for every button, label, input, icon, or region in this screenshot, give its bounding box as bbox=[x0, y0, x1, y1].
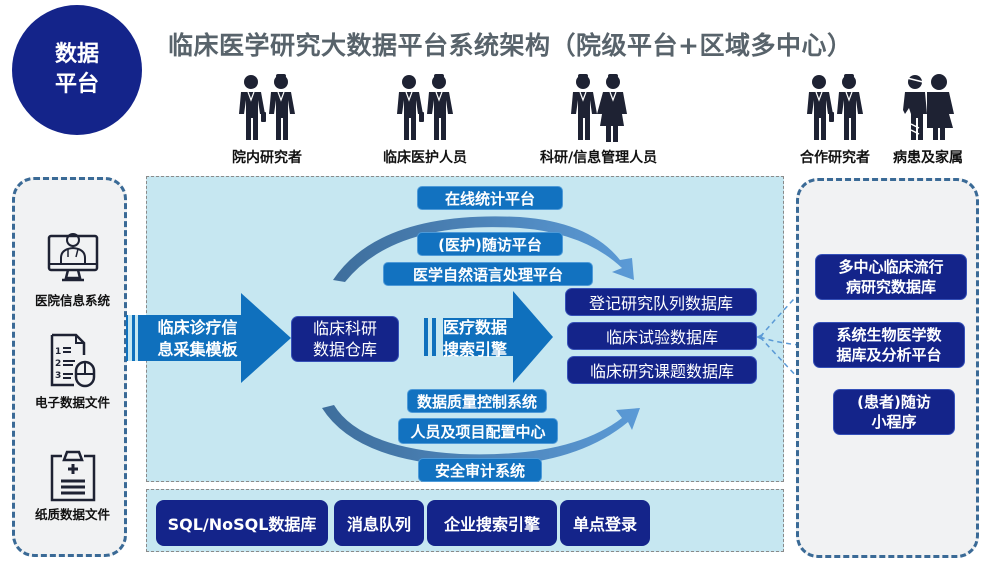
message-queue[interactable]: 消息队列 bbox=[334, 500, 424, 546]
source-his: 医院信息系统 bbox=[15, 230, 130, 309]
source-label: 医院信息系统 bbox=[34, 293, 110, 308]
data-quality-system[interactable]: 数据质量控制系统 bbox=[407, 389, 547, 413]
search-line-2: 搜索引擎 bbox=[442, 340, 507, 359]
role-clinical-staff: 临床医护人员 bbox=[383, 74, 467, 167]
registry-cohort-database[interactable]: 登记研究队列数据库 bbox=[565, 288, 757, 316]
badge-line-2: 平台 bbox=[54, 72, 99, 97]
sql-nosql-database[interactable]: SQL/NoSQL数据库 bbox=[156, 500, 328, 546]
document-mouse-icon: 1 2 3 bbox=[50, 333, 95, 388]
svg-text:3: 3 bbox=[55, 371, 61, 381]
multicenter-line-1: 多中心临床流行 bbox=[838, 258, 944, 276]
intake-line-2: 息采集模板 bbox=[157, 340, 238, 359]
clipboard-icon bbox=[50, 450, 95, 502]
patient-family-icon bbox=[897, 74, 959, 142]
svg-text:2: 2 bbox=[55, 359, 61, 369]
multicenter-line-2: 小程序 bbox=[871, 413, 917, 431]
source-label: 电子数据文件 bbox=[34, 395, 110, 410]
platform-badge: 数据 平台 bbox=[12, 5, 142, 135]
doctors-icon bbox=[804, 74, 866, 142]
role-label: 院内研究者 bbox=[232, 150, 302, 166]
intake-template-label: 临床诊疗信 息采集模板 bbox=[150, 317, 245, 361]
role-label: 科研/信息管理人员 bbox=[540, 150, 658, 166]
role-collaborators: 合作研究者 bbox=[800, 74, 870, 167]
research-project-database[interactable]: 临床研究课题数据库 bbox=[567, 356, 757, 384]
monitor-doctor-icon bbox=[47, 233, 98, 282]
badge-line-1: 数据 bbox=[54, 42, 99, 67]
multicenter-line-2: 据库及分析平台 bbox=[836, 346, 942, 364]
source-paper-files: 纸质数据文件 bbox=[15, 450, 130, 523]
data-sources-panel: 医院信息系统 1 2 3 电子数据文件 纸质数据文件 bbox=[12, 177, 127, 557]
security-audit-system[interactable]: 安全审计系统 bbox=[418, 458, 542, 482]
medical-search-engine[interactable]: 医疗数据 搜索引擎 bbox=[440, 317, 510, 361]
role-patients-family: 病患及家属 bbox=[893, 74, 963, 167]
single-sign-on[interactable]: 单点登录 bbox=[560, 500, 650, 546]
warehouse-line-2: 数据仓库 bbox=[312, 340, 377, 359]
enterprise-search-engine[interactable]: 企业搜索引擎 bbox=[427, 500, 557, 546]
intake-line-1: 临床诊疗信 bbox=[157, 318, 238, 337]
svg-text:1: 1 bbox=[55, 347, 61, 357]
staff-icon bbox=[568, 74, 630, 142]
intake-arrow-stripe bbox=[135, 315, 138, 361]
research-data-warehouse[interactable]: 临床科研 数据仓库 bbox=[291, 316, 399, 362]
role-label: 合作研究者 bbox=[800, 150, 870, 166]
followup-platform[interactable]: (医护)随访平台 bbox=[417, 232, 563, 256]
nlp-platform[interactable]: 医学自然语言处理平台 bbox=[383, 262, 593, 286]
multicenter-line-2: 病研究数据库 bbox=[845, 278, 936, 296]
clinical-trial-database[interactable]: 临床试验数据库 bbox=[567, 322, 757, 350]
source-label: 纸质数据文件 bbox=[34, 507, 110, 522]
search-line-1: 医疗数据 bbox=[442, 318, 507, 337]
doctors-icon bbox=[394, 74, 456, 142]
patient-followup-miniprogram[interactable]: (患者)随访 小程序 bbox=[833, 389, 955, 435]
role-hospital-researchers: 院内研究者 bbox=[232, 74, 302, 167]
role-label: 病患及家属 bbox=[893, 150, 963, 166]
role-label: 临床医护人员 bbox=[383, 150, 467, 166]
staff-project-config[interactable]: 人员及项目配置中心 bbox=[398, 418, 558, 444]
systems-biomedicine-platform[interactable]: 系统生物医学数 据库及分析平台 bbox=[813, 322, 965, 368]
online-stats-platform[interactable]: 在线统计平台 bbox=[417, 186, 563, 210]
multicenter-line-1: (患者)随访 bbox=[857, 393, 931, 411]
role-research-admin: 科研/信息管理人员 bbox=[540, 74, 657, 167]
page-title: 临床医学研究大数据平台系统架构（院级平台+区域多中心） bbox=[168, 31, 853, 60]
multicenter-epidemiology-db[interactable]: 多中心临床流行 病研究数据库 bbox=[815, 254, 967, 300]
multicenter-line-1: 系统生物医学数 bbox=[836, 326, 942, 344]
doctors-icon bbox=[236, 74, 298, 142]
source-electronic-files: 1 2 3 电子数据文件 bbox=[15, 332, 130, 411]
multicenter-panel bbox=[796, 178, 979, 558]
warehouse-line-1: 临床科研 bbox=[312, 319, 377, 338]
